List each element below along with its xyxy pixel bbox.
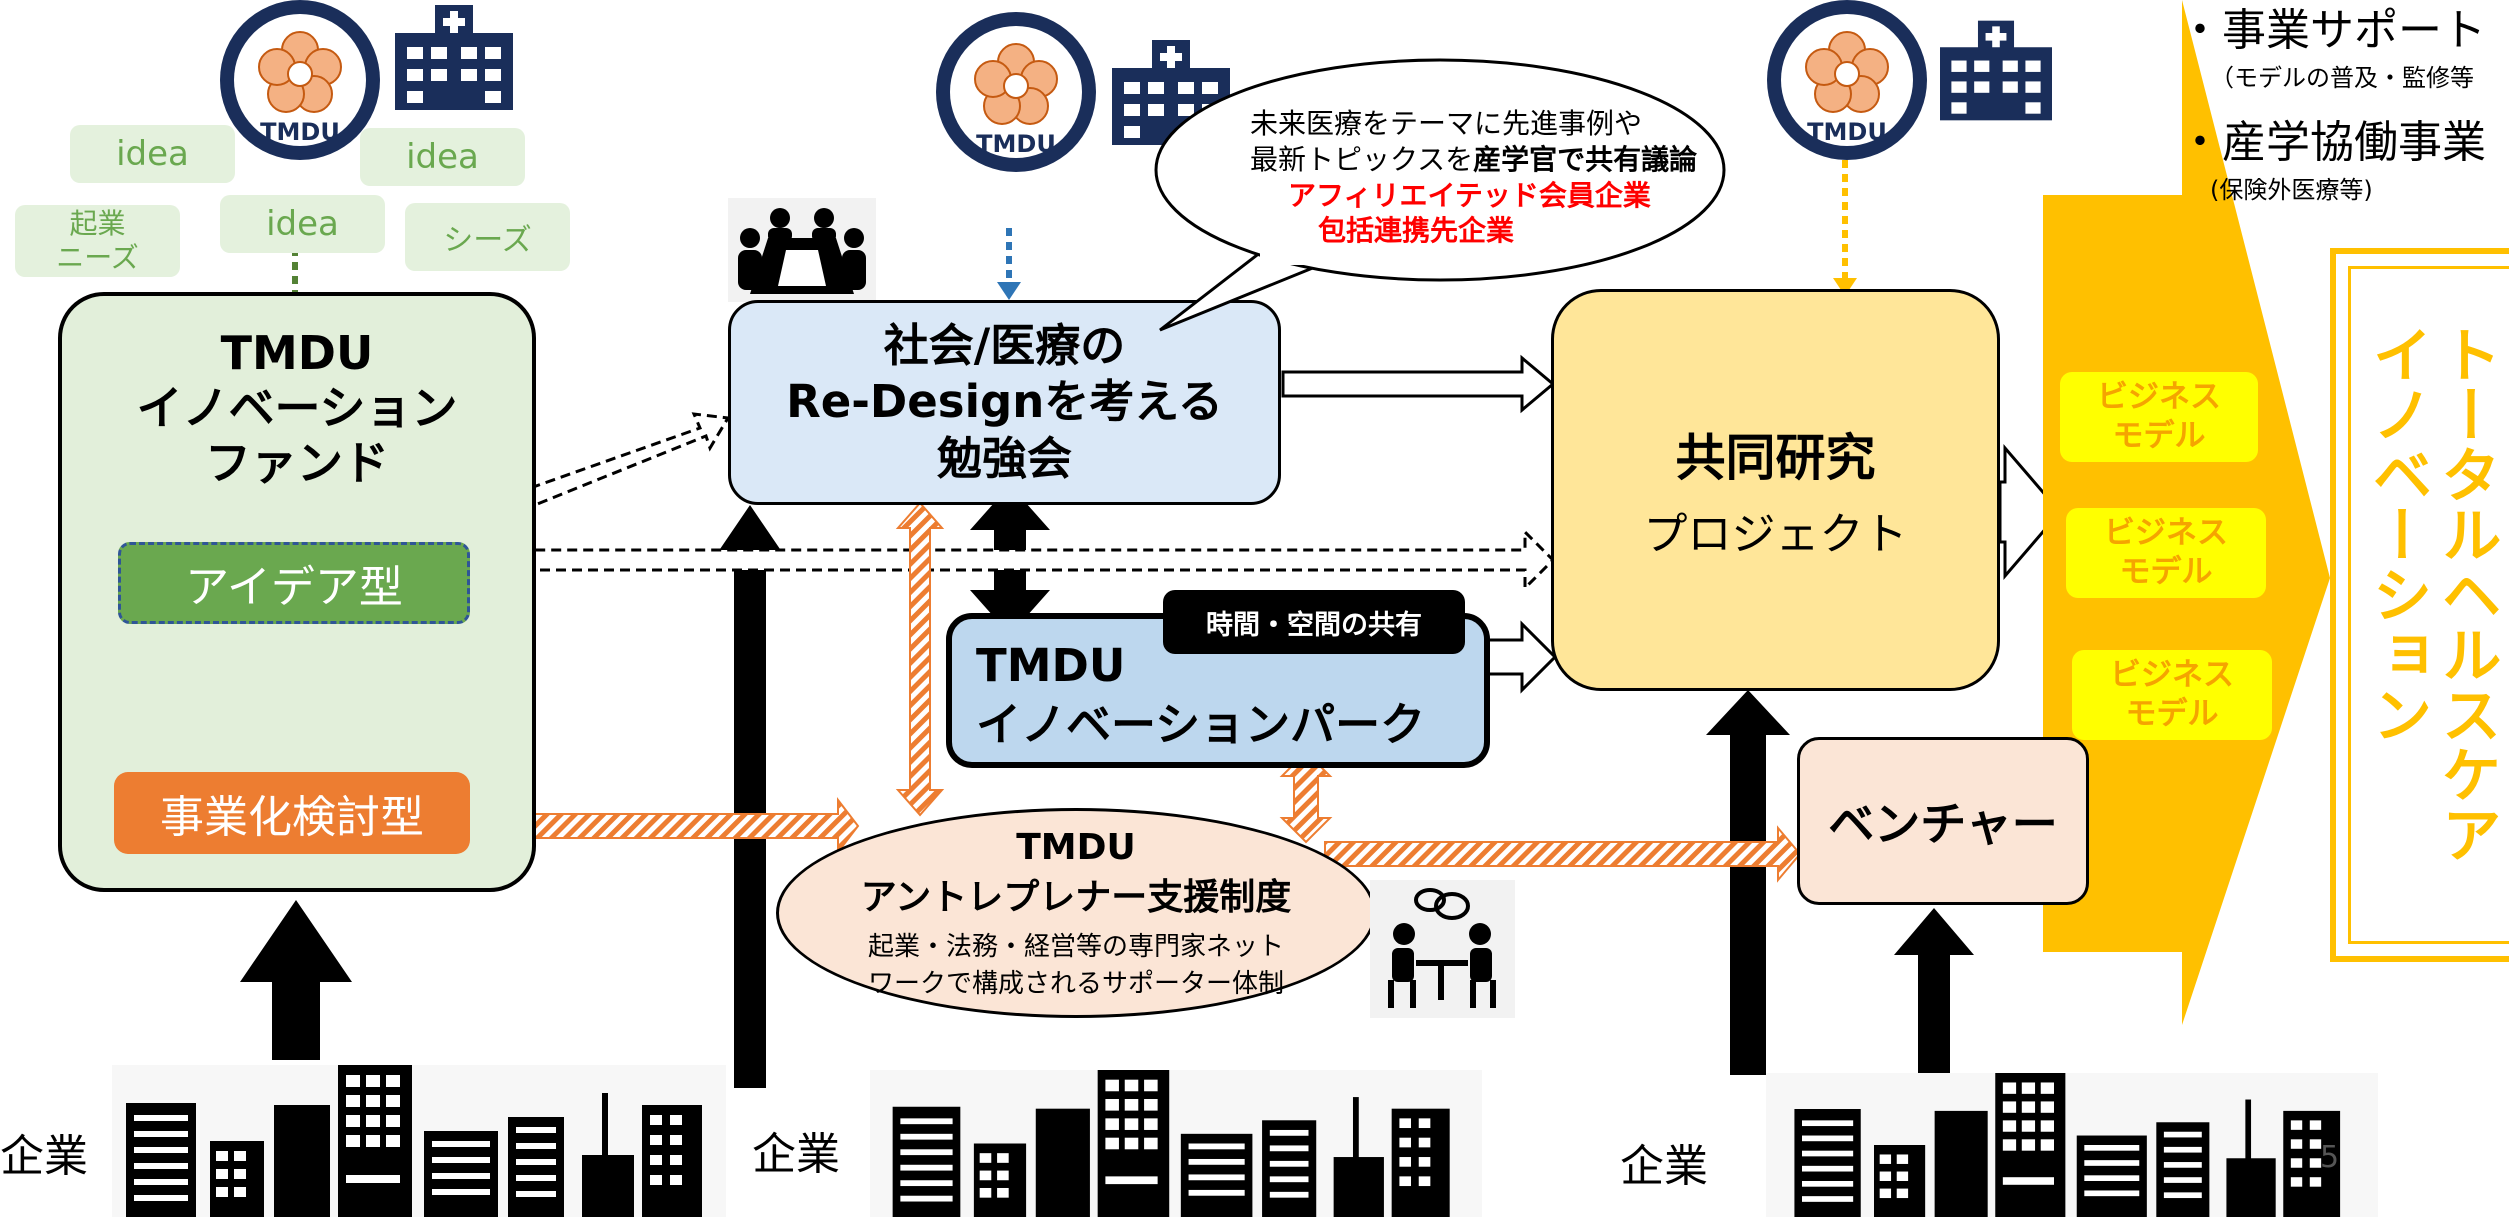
study-line-2: Re-Designを考える — [786, 375, 1223, 429]
bullet2-sub: (保険外医療等) — [2210, 176, 2373, 204]
business-model-label: ビジネス モデル — [2104, 515, 2228, 590]
study-group-box: 社会/医療の Re-Designを考える 勉強会 — [728, 300, 1281, 505]
city-buildings-icon — [870, 1070, 1482, 1217]
speech-bubble-text: 未来医療をテーマに先進事例や 最新トピックスを産学官で共有議論 アフィリエイテッ… — [1200, 106, 1700, 249]
business-model-label: ビジネス モデル — [2097, 379, 2221, 454]
fund-title-line-3: ファンド — [205, 436, 389, 491]
biz-type-box: 事業化検討型 — [114, 772, 470, 854]
bullet2-title: ・産学協働事業 — [2178, 117, 2486, 168]
seeds-label: シーズ — [443, 223, 532, 258]
hospital-building-icon — [1940, 18, 2052, 123]
fund-title-line-1: TMDU — [220, 326, 374, 380]
seal-label: TMDU — [260, 118, 340, 146]
bullet1-title: ・事業サポート — [2178, 5, 2486, 56]
bubble-line-1: 未来医療をテーマに先進事例や — [1250, 107, 1643, 140]
study-line-3: 勉強会 — [936, 431, 1072, 485]
fund-title: TMDU イノベーション ファンド — [62, 326, 532, 492]
bubble-line-2-a: 最新トピックスを — [1250, 142, 1474, 176]
park-title: TMDU イノベーションパーク — [976, 637, 1425, 754]
idea-label: idea — [266, 204, 339, 244]
entrepreneur-line-3: 起業・法務・経営等の専門家ネット — [867, 931, 1284, 962]
city-buildings-icon — [1766, 1073, 2378, 1217]
meeting-people-icon — [728, 198, 876, 302]
bubble-line-3: アフィリエイテッド会員企業 — [1288, 178, 1651, 212]
company-label-3: 企業 — [1620, 1141, 1708, 1192]
bullet1-sub: （モデルの普及・監修等 — [2210, 64, 2474, 92]
consultation-people-icon — [1370, 880, 1515, 1018]
park-line-2: イノベーションパーク — [976, 697, 1426, 751]
park-line-1: TMDU — [976, 639, 1126, 692]
bubble-line-4: 包括連携先企業 — [1318, 214, 1515, 248]
study-line-1: 社会/医療の — [883, 319, 1126, 373]
joint-line-1: 共同研究 — [1675, 429, 1876, 487]
total-healthcare-frame: トータルヘルスケア イノベーション — [2330, 248, 2509, 962]
needs-line-1: 起業 — [69, 207, 126, 241]
seeds-box: シーズ — [405, 203, 570, 271]
biz-type-label: 事業化検討型 — [160, 792, 424, 843]
joint-research-box: 共同研究 プロジェクト — [1551, 289, 2000, 691]
university-seal-icon: TMDU — [1767, 0, 1927, 160]
total-healthcare-text: トータルヘルスケア イノベーション — [2362, 324, 2501, 864]
idea-box-3: idea — [220, 195, 385, 253]
needs-line-2: ニーズ — [56, 241, 139, 274]
city-buildings-icon — [112, 1065, 726, 1217]
park-badge-label: 時間・空間の共有 — [1206, 609, 1422, 641]
seal-label: TMDU — [976, 130, 1056, 158]
business-model-2: ビジネス モデル — [2066, 508, 2266, 598]
company-label-1: 企業 — [0, 1131, 88, 1182]
fund-title-line-2: イノベーション — [136, 381, 458, 436]
speech-bubble-shape — [1154, 58, 1726, 332]
entrepreneur-support-ellipse: TMDU アントレプレナー支援制度 起業・法務・経営等の専門家ネット ワークで構… — [776, 808, 1376, 1018]
plum-flower-icon — [258, 31, 342, 113]
entrepreneur-line-2: アントレプレナー支援制度 — [860, 876, 1292, 918]
needs-box: 起業 ニーズ — [15, 205, 180, 277]
seal-label: TMDU — [1807, 118, 1887, 146]
hospital-building-icon — [395, 5, 513, 110]
entrepreneur-line-1: TMDU — [1016, 826, 1136, 868]
entrepreneur-line-4: ワークで構成されるサポーター体制 — [867, 968, 1284, 999]
plum-flower-icon — [974, 43, 1058, 125]
plum-flower-icon — [1805, 31, 1889, 113]
idea-box-2: idea — [360, 128, 525, 186]
business-model-3: ビジネス モデル — [2072, 650, 2272, 740]
joint-line-2: プロジェクト — [1643, 509, 1908, 560]
page-number: 5 — [2320, 1140, 2340, 1175]
park-badge: 時間・空間の共有 — [1163, 590, 1465, 654]
idea-box-1: idea — [70, 125, 235, 183]
header-bullet-2: ・産学協働事業 (保険外医療等) — [2178, 106, 2509, 205]
company-label-2: 企業 — [752, 1129, 840, 1180]
venture-box: ベンチャー — [1797, 737, 2089, 905]
business-model-1: ビジネス モデル — [2060, 372, 2258, 462]
idea-type-label: アイデア型 — [185, 562, 403, 613]
header-bullet-1: ・事業サポート （モデルの普及・監修等 — [2178, 0, 2509, 93]
university-seal-icon: TMDU — [220, 0, 380, 160]
business-model-label: ビジネス モデル — [2110, 657, 2234, 732]
venture-label: ベンチャー — [1828, 797, 2058, 851]
idea-label: idea — [406, 137, 479, 177]
university-seal-icon: TMDU — [936, 12, 1096, 172]
idea-type-box: アイデア型 — [118, 542, 470, 624]
idea-label: idea — [116, 134, 189, 174]
bubble-line-2: 最新トピックスを産学官で共有議論 — [1200, 142, 1700, 178]
bubble-line-2-b: 産学官で共有議論 — [1473, 142, 1698, 176]
